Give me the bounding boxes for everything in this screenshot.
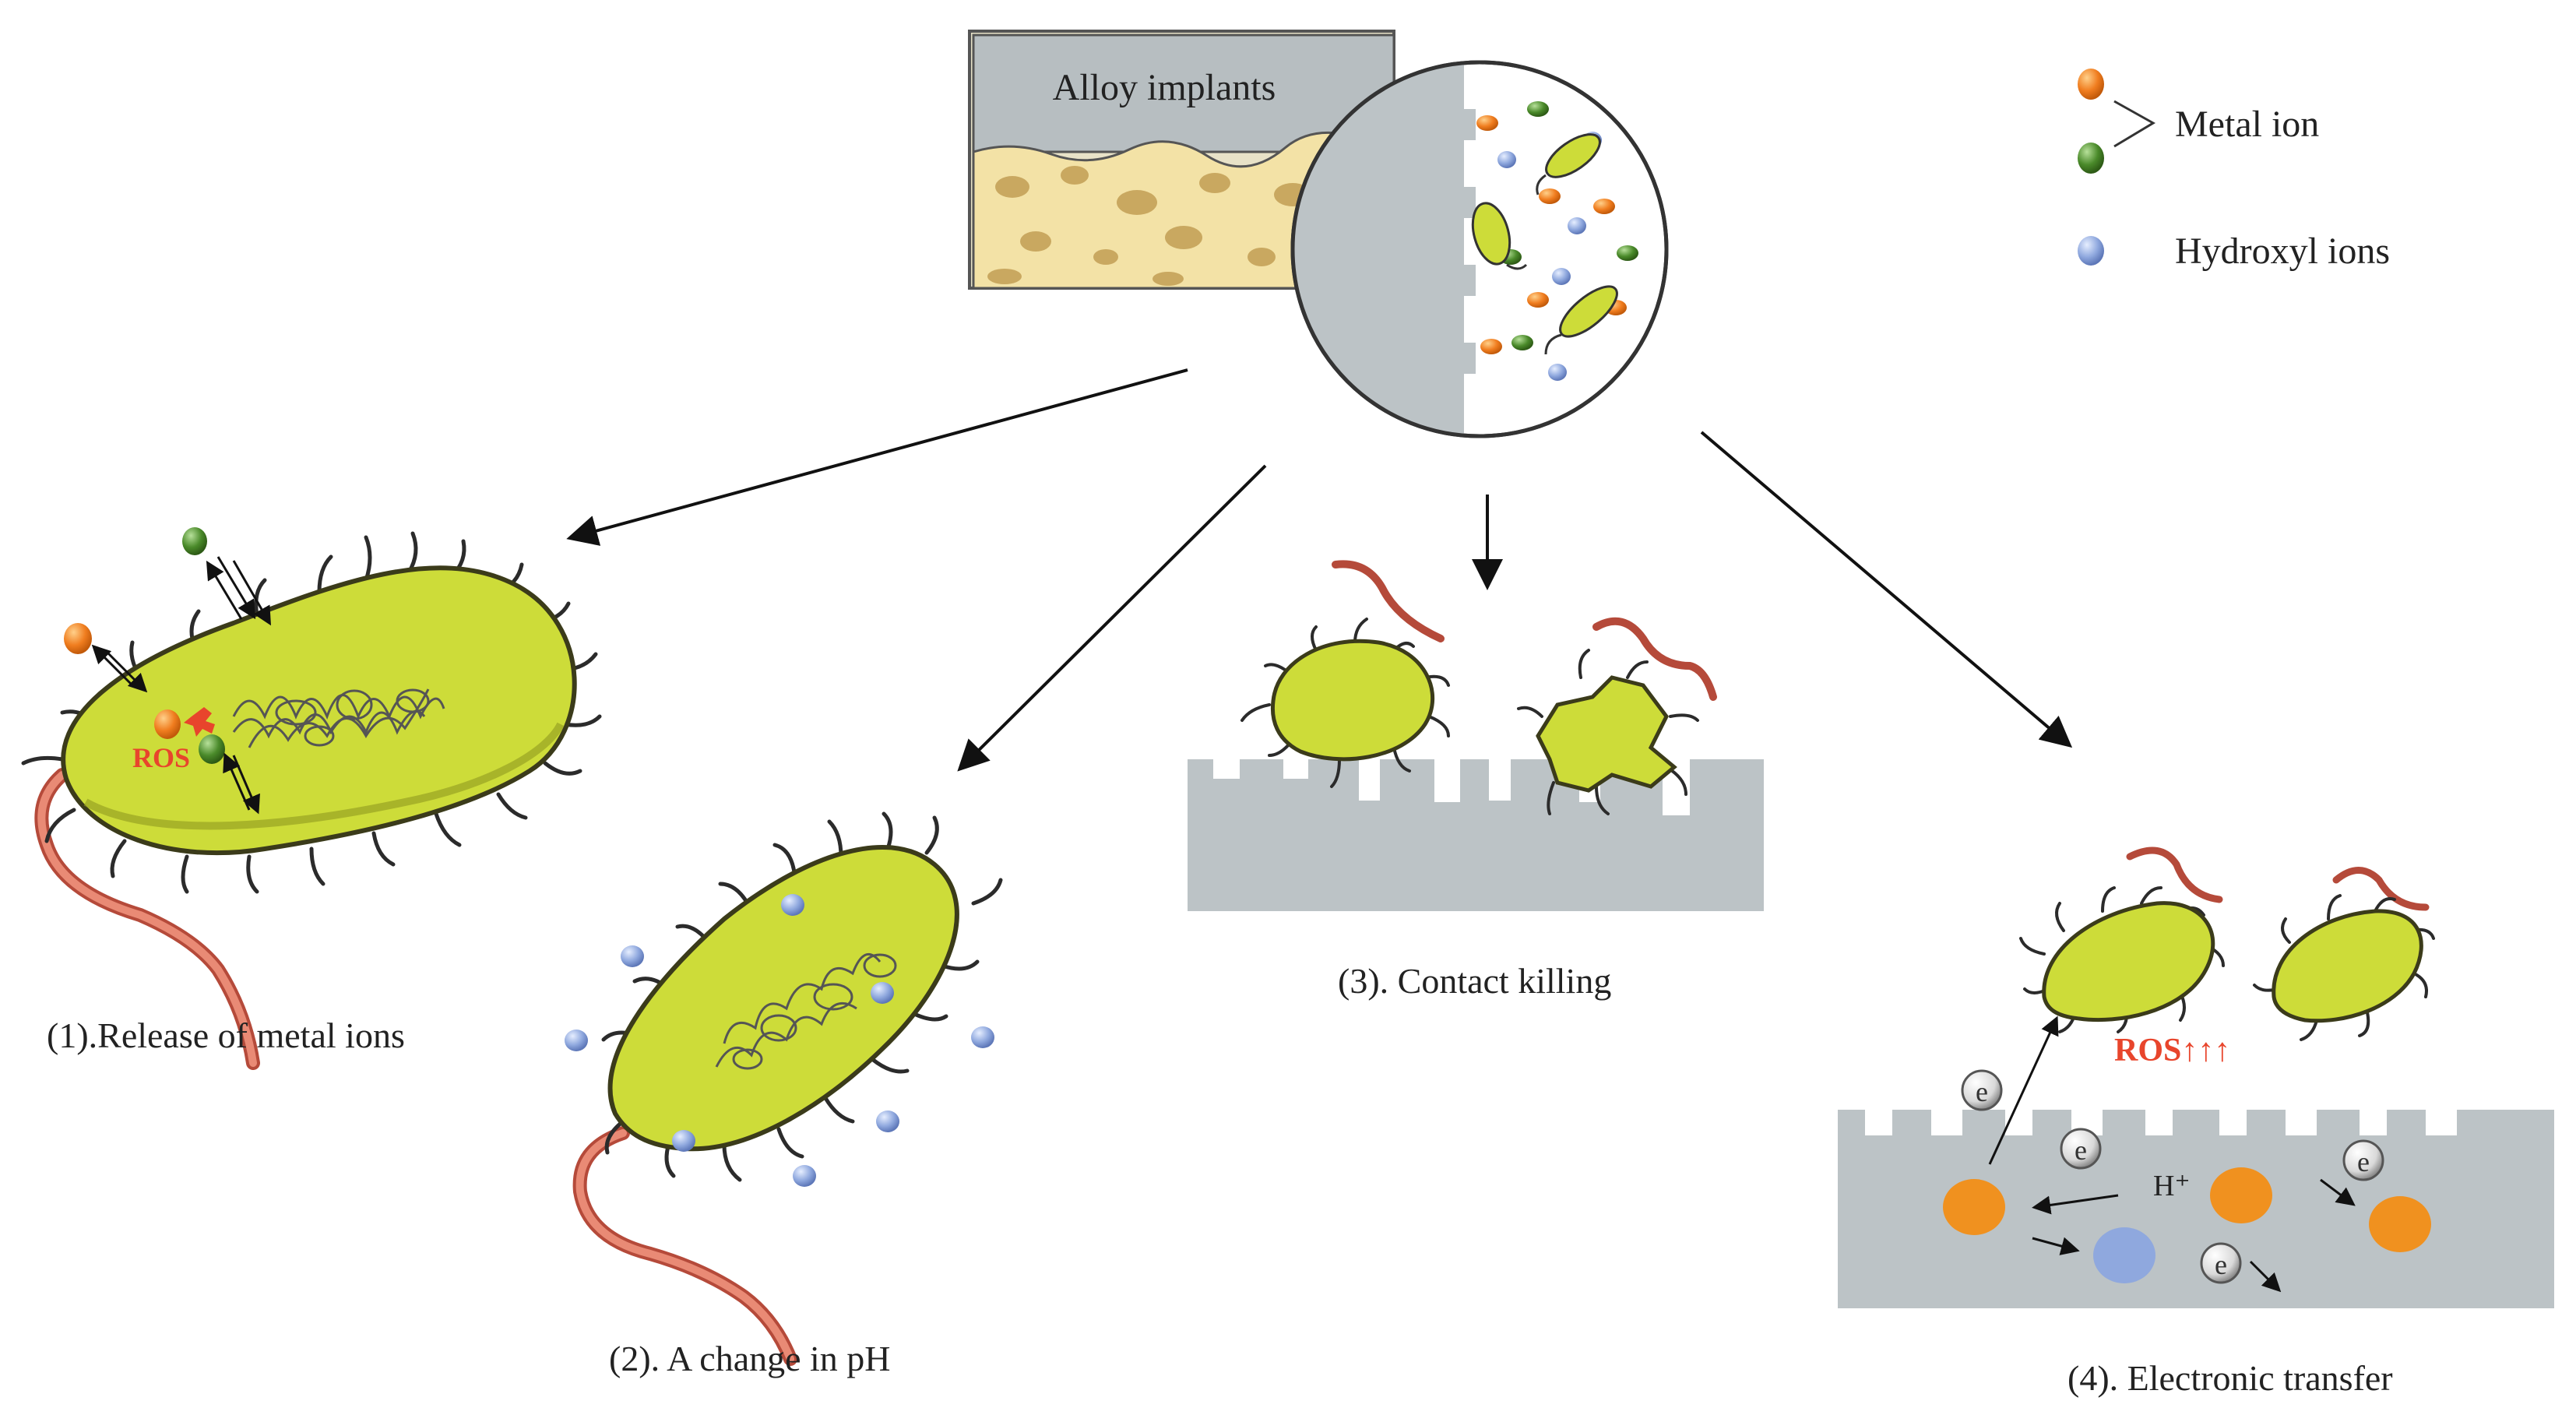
arrow-to-mechanism-1 [566, 368, 1188, 546]
legend-hydroxyl-label: Hydroxyl ions [2175, 231, 2390, 272]
bacterium-body-1 [61, 565, 577, 856]
arrow-to-mechanism-2 [957, 464, 1267, 772]
implant-label: Alloy implants [1053, 67, 1276, 108]
flagellum-3a [1332, 560, 1445, 642]
legend-metal-ion-green-icon [2078, 143, 2104, 174]
legend-metal-ion-label: Metal ion [2175, 104, 2319, 145]
mechanism-1: ROS (1).Release of metal ions [21, 527, 602, 1070]
ion-exchange-arrows [91, 556, 271, 815]
dna-coil-2 [715, 952, 897, 1070]
alloy-implant-illustration: Alloy implants [968, 30, 1395, 290]
svg-text:e: e [2215, 1249, 2227, 1280]
surface-3 [1188, 759, 1764, 911]
metal-ion-surface [2369, 1196, 2431, 1252]
bacterium-body-3a [1270, 639, 1435, 762]
svg-text:e: e [2075, 1135, 2087, 1166]
metal-ion-surface [1943, 1179, 2005, 1235]
legend: Metal ion Hydroxyl ions [2078, 69, 2390, 272]
electron-icons: e e e e [1961, 1069, 2384, 1284]
hydroxyl-ion-surface [2093, 1227, 2155, 1283]
caption-mechanism-1: (1).Release of metal ions [47, 1015, 405, 1055]
ros-label-4: ROS↑↑↑ [2114, 1033, 2230, 1068]
svg-text:e: e [2357, 1146, 2370, 1177]
mechanism-arrows [566, 368, 2073, 772]
proton-label: H⁺ [2153, 1170, 2191, 1202]
zoom-bacterium-3 [1544, 285, 1618, 355]
bacterium-4b [2253, 867, 2435, 1041]
hydroxyl-ions-2 [565, 894, 994, 1187]
zoom-bacterium-2 [1471, 202, 1528, 270]
dna-coil-1 [232, 688, 445, 748]
ros-label-1: ROS [132, 742, 190, 773]
flagellum-3b [1592, 617, 1717, 701]
mechanism-4: ROS↑↑↑ e e e e H⁺ (4). Electronic transf… [1838, 847, 2554, 1398]
caption-mechanism-2: (2). A change in pH [609, 1339, 891, 1378]
ros-burst-1 [184, 707, 215, 737]
metal-ion-green [199, 734, 225, 764]
bacterium-4a [2019, 847, 2225, 1033]
legend-brace-icon [2113, 100, 2155, 148]
electron-transfer-arrows [1988, 1015, 2356, 1293]
bone-pores [987, 166, 1355, 286]
arrow-to-mechanism-4 [1700, 431, 2073, 748]
caption-mechanism-4: (4). Electronic transfer [2067, 1358, 2393, 1398]
flagellum-2 [572, 1126, 797, 1366]
mechanism-3: (3). Contact killing [1188, 560, 1764, 1001]
bacterium-body-2 [607, 845, 959, 1152]
bacterium-body-3b [1536, 675, 1677, 793]
zoom-bacterium-1 [1536, 133, 1601, 195]
metal-ion-green [182, 527, 207, 555]
legend-hydroxyl-icon [2078, 236, 2104, 266]
metal-ion-surface [2210, 1167, 2272, 1223]
mechanism-2: (2). A change in pH [565, 811, 1003, 1378]
caption-mechanism-3: (3). Contact killing [1338, 961, 1611, 1001]
metal-ion-orange [64, 623, 92, 654]
svg-text:e: e [1976, 1076, 1988, 1107]
legend-metal-ion-orange-icon [2078, 69, 2104, 100]
metal-ion-orange [154, 709, 181, 739]
